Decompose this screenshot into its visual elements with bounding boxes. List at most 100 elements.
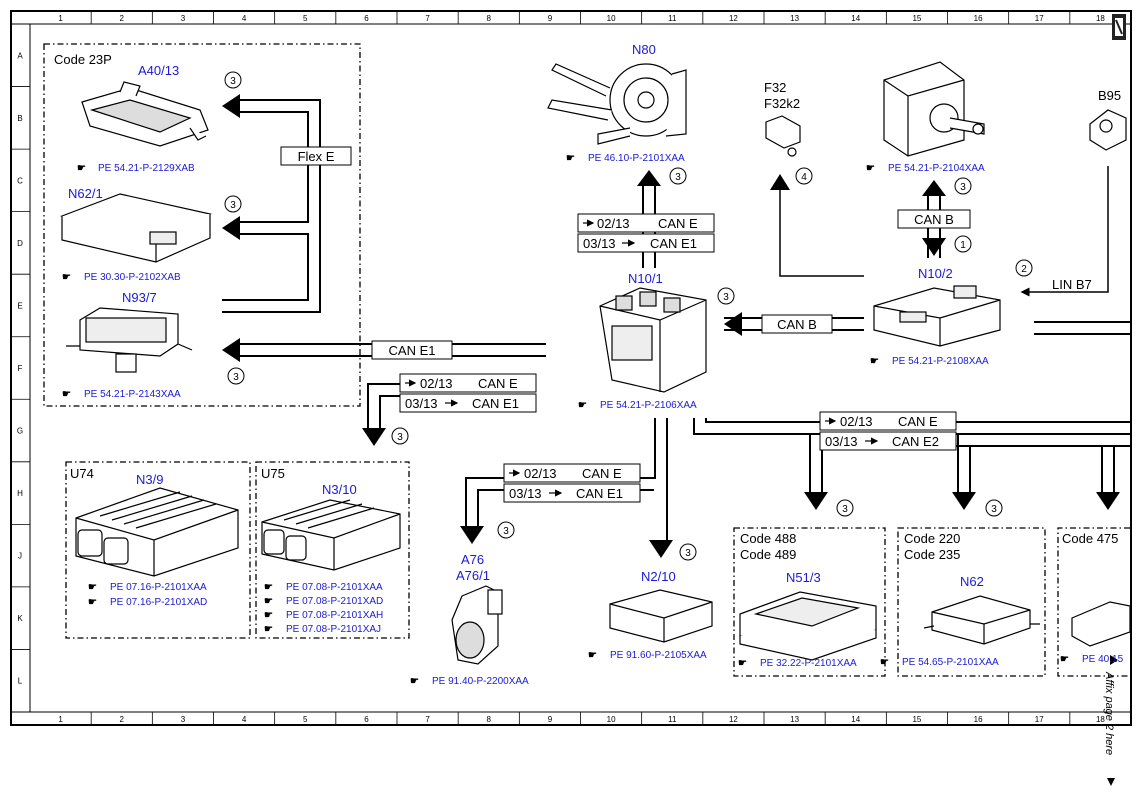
hand-pointer-icon: ☛	[62, 272, 71, 283]
pe-ref: ☛ PE 54.21-P-2108XAA	[870, 356, 989, 367]
grid-column-label: 4	[242, 14, 247, 23]
grid-row-label: F	[18, 364, 23, 373]
svg-text:3: 3	[842, 504, 848, 515]
component-n3-10: N3/10 ☛ PE 07.08-P-2101XAA ☛ PE 07.08-P-…	[261, 482, 401, 635]
component-n3-9: N3/9 ☛ PE 07.16-P-2101XAA ☛ PE 07.16-P-2…	[75, 472, 239, 608]
group-label: U74	[70, 466, 94, 481]
grid-column-label: 12	[729, 14, 738, 23]
callout-3: 3	[954, 177, 972, 195]
corner-logo-icon	[1112, 14, 1126, 40]
grid-column-label: 11	[668, 14, 677, 23]
svg-text:CAN E: CAN E	[582, 466, 622, 481]
svg-text:3: 3	[503, 526, 509, 537]
bus-version-box: 02/13 CAN E 03/13 CAN E1	[399, 373, 537, 413]
svg-text:PE 54.21-P-2106XAA: PE 54.21-P-2106XAA	[600, 400, 697, 411]
callout-3: 3	[391, 427, 409, 445]
svg-text:02/13: 02/13	[840, 414, 873, 429]
margin-arrow-icon	[1107, 778, 1115, 786]
grid-column-label: 15	[912, 14, 921, 23]
svg-text:4: 4	[801, 172, 807, 183]
pe-ref: ☛ PE 07.08-P-2101XAA ☛ PE 07.08-P-2101XA…	[264, 582, 383, 635]
hand-pointer-icon: ☛	[88, 597, 97, 608]
component-code-475-module: ☛ PE 40.15	[1060, 601, 1131, 665]
pe-ref: ☛ PE 07.16-P-2101XAA ☛ PE 07.16-P-2101XA…	[88, 582, 207, 608]
grid-row-label: J	[18, 552, 22, 561]
svg-text:N62: N62	[960, 574, 984, 589]
svg-text:3: 3	[233, 372, 239, 383]
svg-text:PE 32.22-P-2101XAA: PE 32.22-P-2101XAA	[760, 658, 857, 669]
n62-1-module-icon	[60, 193, 212, 263]
component-ignition-switch: ☛ PE 54.21-P-2104XAA	[866, 61, 985, 174]
svg-text:A76/1: A76/1	[456, 568, 490, 583]
svg-text:N93/7: N93/7	[122, 290, 157, 305]
n51-3-module-icon	[739, 591, 877, 661]
grid-column-label: 15	[912, 715, 921, 724]
pe-ref: ☛ PE 32.22-P-2101XAA	[738, 658, 857, 669]
hand-pointer-icon: ☛	[738, 658, 747, 669]
grid-column-label: 16	[974, 14, 983, 23]
ignition-lock-icon	[883, 61, 985, 157]
svg-text:PE 07.16-P-2101XAA: PE 07.16-P-2101XAA	[110, 582, 207, 593]
group-label: Code 220	[904, 531, 960, 546]
grid-column-label: 8	[487, 14, 492, 23]
svg-text:CAN E: CAN E	[898, 414, 938, 429]
callout-3: 3	[224, 71, 242, 89]
svg-text:03/13: 03/13	[583, 236, 616, 251]
hand-pointer-icon: ☛	[880, 657, 889, 668]
grid-column-label: 13	[790, 715, 799, 724]
component-f32: F32 F32k2	[764, 80, 801, 157]
svg-text:3: 3	[960, 182, 966, 193]
grid-column-label: 6	[364, 715, 369, 724]
svg-text:3: 3	[991, 504, 997, 515]
svg-text:CAN E: CAN E	[478, 376, 518, 391]
grid-column-label: 5	[303, 715, 308, 724]
grid-column-label: 1	[58, 715, 63, 724]
group-code-488-489: Code 488 Code 489	[733, 527, 886, 677]
hand-pointer-icon: ☛	[62, 389, 71, 400]
hand-pointer-icon: ☛	[1060, 654, 1069, 665]
svg-text:Flex E: Flex E	[298, 149, 335, 164]
hand-pointer-icon: ☛	[588, 650, 597, 661]
grid-column-label: 10	[607, 14, 616, 23]
group-label: Code 475	[1062, 531, 1118, 546]
callout-3: 3	[717, 287, 735, 305]
grid-column-label: 18	[1096, 715, 1105, 724]
grid-row-label: K	[17, 614, 23, 623]
bus-label-flex-e: Flex E	[280, 146, 352, 166]
component-n2-10: N2/10 ☛ PE 91.60-P-2105XAA	[588, 569, 713, 661]
svg-text:CAN E: CAN E	[658, 216, 698, 231]
svg-text:CAN E1: CAN E1	[576, 486, 623, 501]
callout-3: 3	[227, 367, 245, 385]
svg-text:3: 3	[397, 432, 403, 443]
pe-ref: ☛ PE 30.30-P-2102XAB	[62, 272, 181, 283]
svg-text:CAN B: CAN B	[914, 212, 954, 227]
hand-pointer-icon: ☛	[410, 676, 419, 687]
margin-note: Affix page 2 here	[1103, 671, 1115, 755]
a40-13-module-icon	[81, 81, 209, 147]
grid-column-label: 17	[1035, 715, 1044, 724]
group-label: Code 489	[740, 547, 796, 562]
svg-text:1: 1	[960, 240, 966, 251]
bus-version-box: 02/13 CAN E 03/13 CAN E1	[577, 213, 715, 253]
svg-text:CAN E1: CAN E1	[389, 343, 436, 358]
grid-column-label: 6	[364, 14, 369, 23]
svg-text:CAN E1: CAN E1	[472, 396, 519, 411]
group-code-475: Code 475	[1057, 527, 1130, 677]
component-n80: N80 ☛ PE 46.10-P-2101XAA	[547, 42, 687, 164]
bus-label-can-e1: CAN E1	[371, 340, 453, 360]
svg-text:A76: A76	[461, 552, 484, 567]
grid-column-label: 13	[790, 14, 799, 23]
svg-text:03/13: 03/13	[825, 434, 858, 449]
group-u75: U75	[255, 461, 410, 639]
callout-3: 3	[224, 195, 242, 213]
signal-lines	[779, 166, 1109, 297]
group-code-220-235: Code 220 Code 235	[897, 527, 1046, 677]
component-n62: N62 ☛ PE 54.65-P-2101XAA	[880, 574, 1040, 668]
drawing-frame	[10, 10, 1132, 726]
component-b95: B95	[1089, 88, 1127, 151]
svg-text:PE 46.10-P-2101XAA: PE 46.10-P-2101XAA	[588, 153, 685, 164]
grid-column-label: 2	[120, 14, 125, 23]
